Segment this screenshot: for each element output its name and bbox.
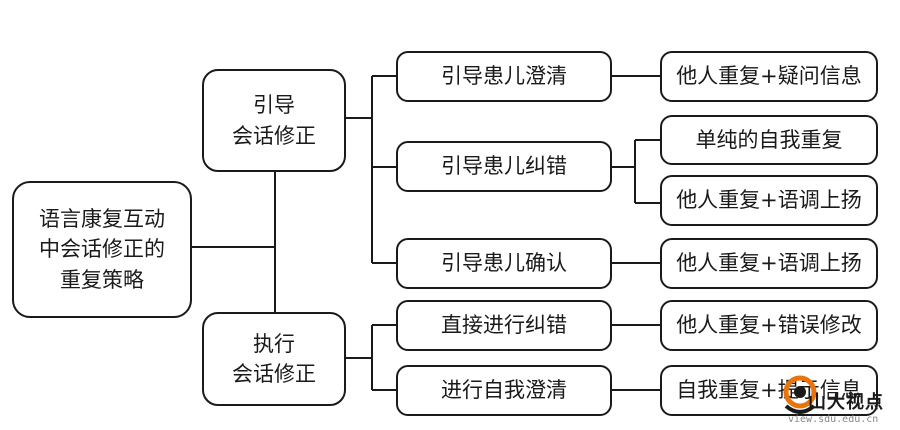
method-node: 他人重复+语调上扬 [660,175,878,226]
strategy-label: 进行自我澄清 [441,378,567,403]
method-node: 他人重复+语调上扬 [660,238,878,289]
watermark-brand: 山大视点 [808,392,884,413]
branch-guide-repair: 引导 会话修正 [202,69,346,172]
strategy-label: 直接进行纠错 [441,313,567,338]
root-label: 语言康复互动 中会话修正的 重复策略 [39,206,165,292]
branch-execute-repair: 执行 会话修正 [202,312,346,406]
method-label: 他人重复+疑问信息 [676,64,862,89]
strategy-node: 直接进行纠错 [396,300,612,351]
method-node: 他人重复+疑问信息 [660,51,878,102]
method-node: 自我重复+提示信息 [660,365,878,416]
method-label: 他人重复+语调上扬 [676,251,862,276]
strategy-label: 引导患儿澄清 [441,64,567,89]
branch-guide-label: 引导 会话修正 [232,93,316,148]
strategy-node: 进行自我澄清 [396,365,612,416]
method-label: 他人重复+错误修改 [676,313,862,338]
method-label: 自我重复+提示信息 [676,378,862,403]
root-node: 语言康复互动 中会话修正的 重复策略 [12,181,192,318]
strategy-label: 引导患儿确认 [441,251,567,276]
branch-execute-label: 执行 会话修正 [232,331,316,386]
watermark-logo-icon [783,375,817,414]
method-node: 单纯的自我重复 [660,115,878,165]
strategy-node: 引导患儿澄清 [396,51,612,102]
strategy-node: 引导患儿纠错 [396,141,612,192]
method-node: 他人重复+错误修改 [660,300,878,351]
watermark-url: view.sdu.edu.cn [788,414,879,425]
method-label: 单纯的自我重复 [695,127,843,152]
strategy-label: 引导患儿纠错 [441,154,567,179]
strategy-node: 引导患儿确认 [396,238,612,289]
method-label: 他人重复+语调上扬 [676,188,862,213]
